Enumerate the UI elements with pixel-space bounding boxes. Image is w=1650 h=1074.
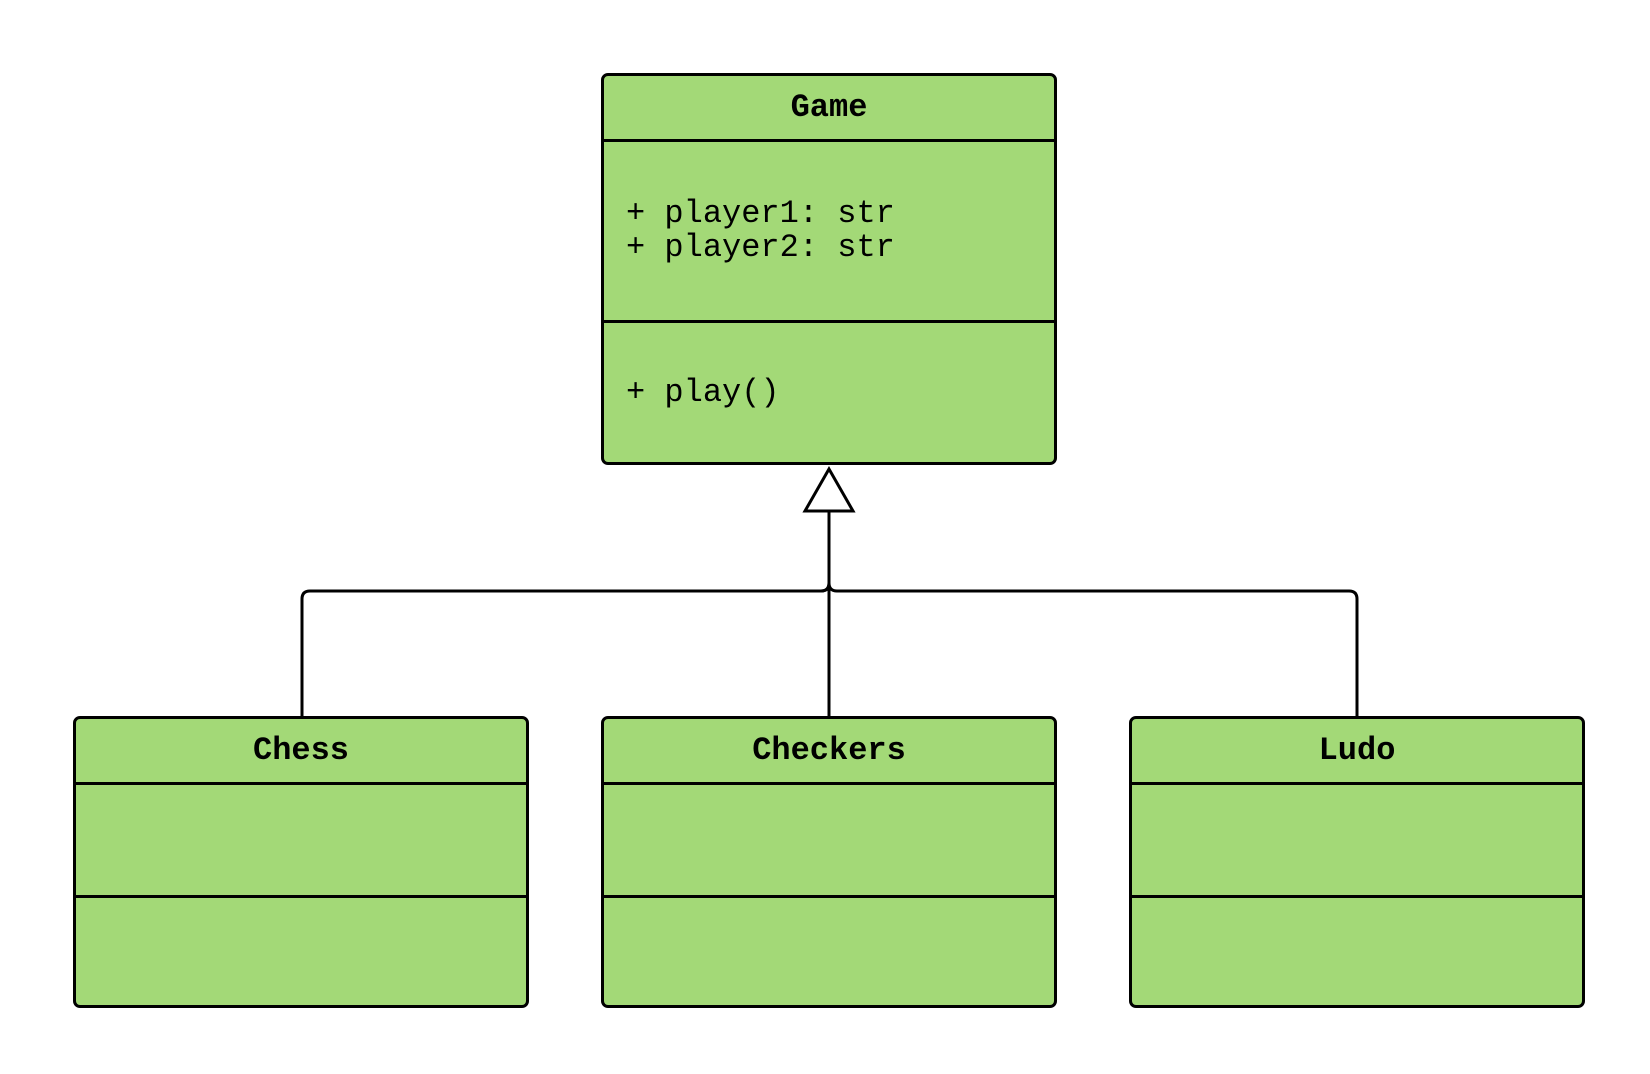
attributes-section	[604, 785, 1054, 895]
operations-section	[1132, 895, 1582, 1005]
class-name: Game	[604, 76, 1054, 142]
attributes-section	[76, 785, 526, 895]
class-name: Ludo	[1132, 719, 1582, 785]
class-checkers[interactable]: Checkers	[601, 716, 1057, 1008]
connector-ludo	[827, 582, 1359, 716]
class-ludo[interactable]: Ludo	[1129, 716, 1585, 1008]
class-chess[interactable]: Chess	[73, 716, 529, 1008]
generalization-arrowhead	[802, 465, 856, 513]
operation: + play()	[626, 373, 780, 411]
operations-section	[76, 895, 526, 1005]
class-name: Checkers	[604, 719, 1054, 785]
operations-section: + play()	[604, 320, 1054, 462]
attributes-section	[1132, 785, 1582, 895]
attributes-section: + player1: str + player2: str	[604, 142, 1054, 320]
class-name: Chess	[76, 719, 526, 785]
attribute: + player1: str	[626, 195, 895, 232]
attribute: + player2: str	[626, 229, 895, 266]
operations-section	[604, 895, 1054, 1005]
class-game[interactable]: Game + player1: str + player2: str + pla…	[601, 73, 1057, 465]
connector-chess	[300, 582, 831, 716]
